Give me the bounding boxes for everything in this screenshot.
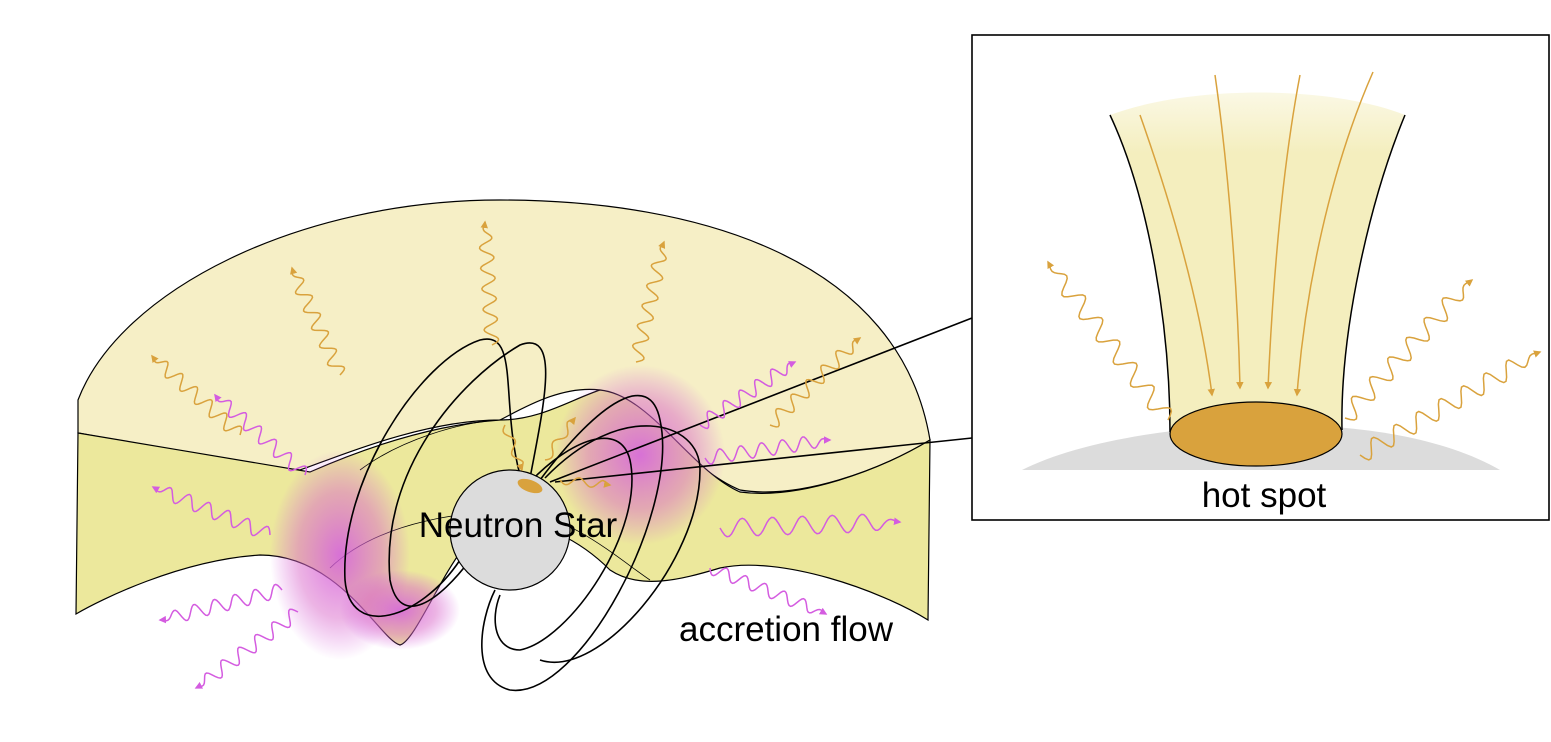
field-line-loop-icon <box>344 338 521 617</box>
wavy-photon-arrow-icon <box>1047 260 1173 421</box>
wavy-photon-arrow-icon <box>151 486 271 537</box>
wavy-photon-arrow-icon <box>704 436 832 466</box>
wavy-photon-arrow-icon <box>290 266 346 376</box>
wavy-photon-arrow-icon <box>544 416 576 461</box>
wavy-photon-arrow-icon <box>631 240 668 363</box>
wavy-photon-arrow-icon <box>214 393 308 476</box>
wavy-photon-arrow-icon <box>478 220 500 346</box>
zoom-connector-top <box>549 317 973 483</box>
warm-emission-right <box>555 365 725 545</box>
wavy-photon-arrow-icon <box>699 361 797 430</box>
inset-accretion-column <box>1110 92 1405 432</box>
hot-spot-label: hot spot <box>1202 476 1327 515</box>
magnetic-field-lines <box>344 338 701 691</box>
wavy-photon-arrow-icon <box>559 477 612 488</box>
inset-hot-spot <box>1169 401 1343 467</box>
field-line-loop-icon <box>494 437 633 651</box>
field-line-loop-icon <box>388 342 547 607</box>
wavy-photon-arrow-icon <box>769 337 862 428</box>
neutron-star-label: Neutron Star <box>419 506 618 545</box>
disk-upper-line <box>359 419 501 471</box>
warm-emission-bottom <box>340 570 460 650</box>
neutron-star <box>449 469 571 591</box>
inset-infall-lines <box>1139 71 1374 397</box>
wavy-photon-arrow-icon <box>1359 350 1542 461</box>
inset-column-wall-right <box>1341 114 1406 431</box>
wavy-photon-arrow-icon <box>502 424 524 472</box>
wavy-photon-arrow-icon <box>709 567 828 615</box>
inset-column-wall-left <box>1109 114 1171 433</box>
photon-arrows <box>151 220 1542 689</box>
wavy-photon-arrow-icon <box>719 513 902 538</box>
wavy-photon-arrow-icon <box>151 354 243 436</box>
wavy-photon-arrow-icon <box>1344 279 1474 421</box>
wavy-photon-arrow-icon <box>194 608 299 689</box>
field-line-loop-icon <box>539 425 701 663</box>
zoom-connector-bottom <box>554 437 973 483</box>
field-line-loop-icon <box>481 394 664 691</box>
hot-spot-icon <box>517 478 543 494</box>
wavy-photon-arrow-icon <box>158 583 283 624</box>
accretion-flow-label: accretion flow <box>679 610 894 649</box>
